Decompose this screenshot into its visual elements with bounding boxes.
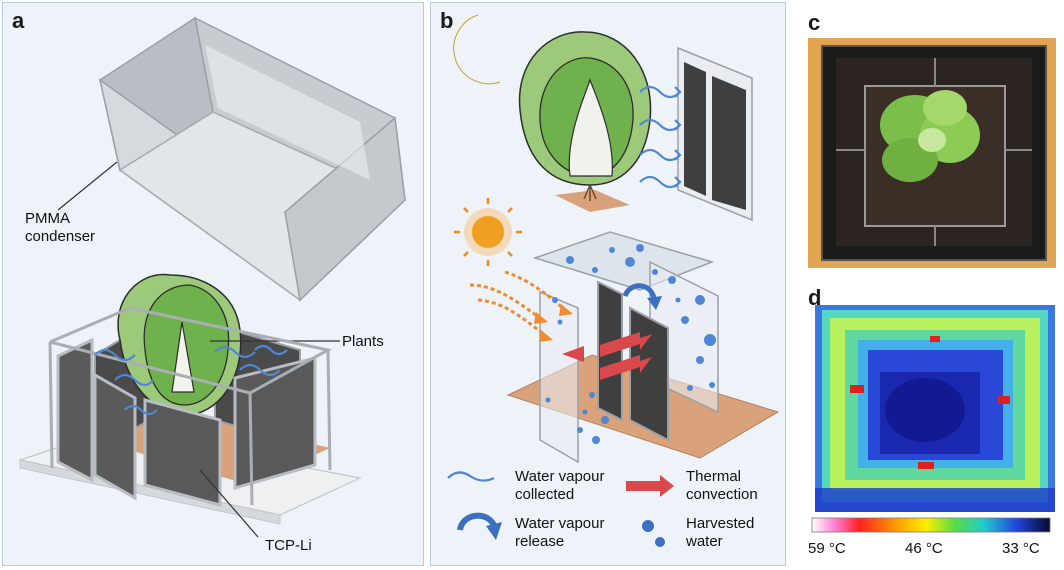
lettuce-photo [880, 90, 980, 182]
tcp-pointer [199, 469, 259, 538]
vapour-arrows-a [94, 344, 288, 416]
tcp-label: TCP-Li [265, 537, 312, 554]
legend-harvested-icon [642, 520, 665, 547]
pmma-condenser [98, 16, 407, 302]
hot-spots [850, 336, 1010, 469]
legend-release-label: Water vapour release [515, 515, 605, 550]
panel-a-letter: a [12, 8, 25, 33]
colorbar [811, 517, 1051, 533]
sun-icon [454, 198, 522, 266]
vapour-flow-b [639, 85, 682, 189]
panel-d-letter: d [808, 285, 822, 310]
legend-harvested-label: Harvested water [686, 515, 755, 550]
plant-b [518, 31, 652, 212]
legend [447, 471, 674, 547]
condenser-pointer [57, 161, 118, 211]
legend-collected-label: Water vapour collected [515, 468, 605, 503]
legend-vapour-collected-icon [447, 471, 495, 482]
tcp-panel-left [56, 337, 94, 483]
moon-icon [453, 14, 501, 85]
heat-arrows [469, 270, 567, 337]
colorbar-label-mid: 46 °C [905, 540, 943, 557]
plants-label: Plants [342, 333, 384, 350]
harvested-droplets [545, 244, 716, 444]
colorbar-label-cold: 33 °C [1002, 540, 1040, 557]
panel-c-letter: c [808, 10, 821, 35]
legend-convection-icon [626, 475, 674, 497]
legend-convection-label: Thermal convection [686, 468, 758, 503]
legend-release-icon [457, 512, 497, 531]
convection-arrows [562, 332, 652, 380]
colorbar-label-hot: 59 °C [808, 540, 846, 557]
condenser-label: PMMA condenser [25, 210, 96, 245]
panel-b-letter: b [440, 8, 454, 33]
tcp-panel-front [143, 398, 222, 507]
